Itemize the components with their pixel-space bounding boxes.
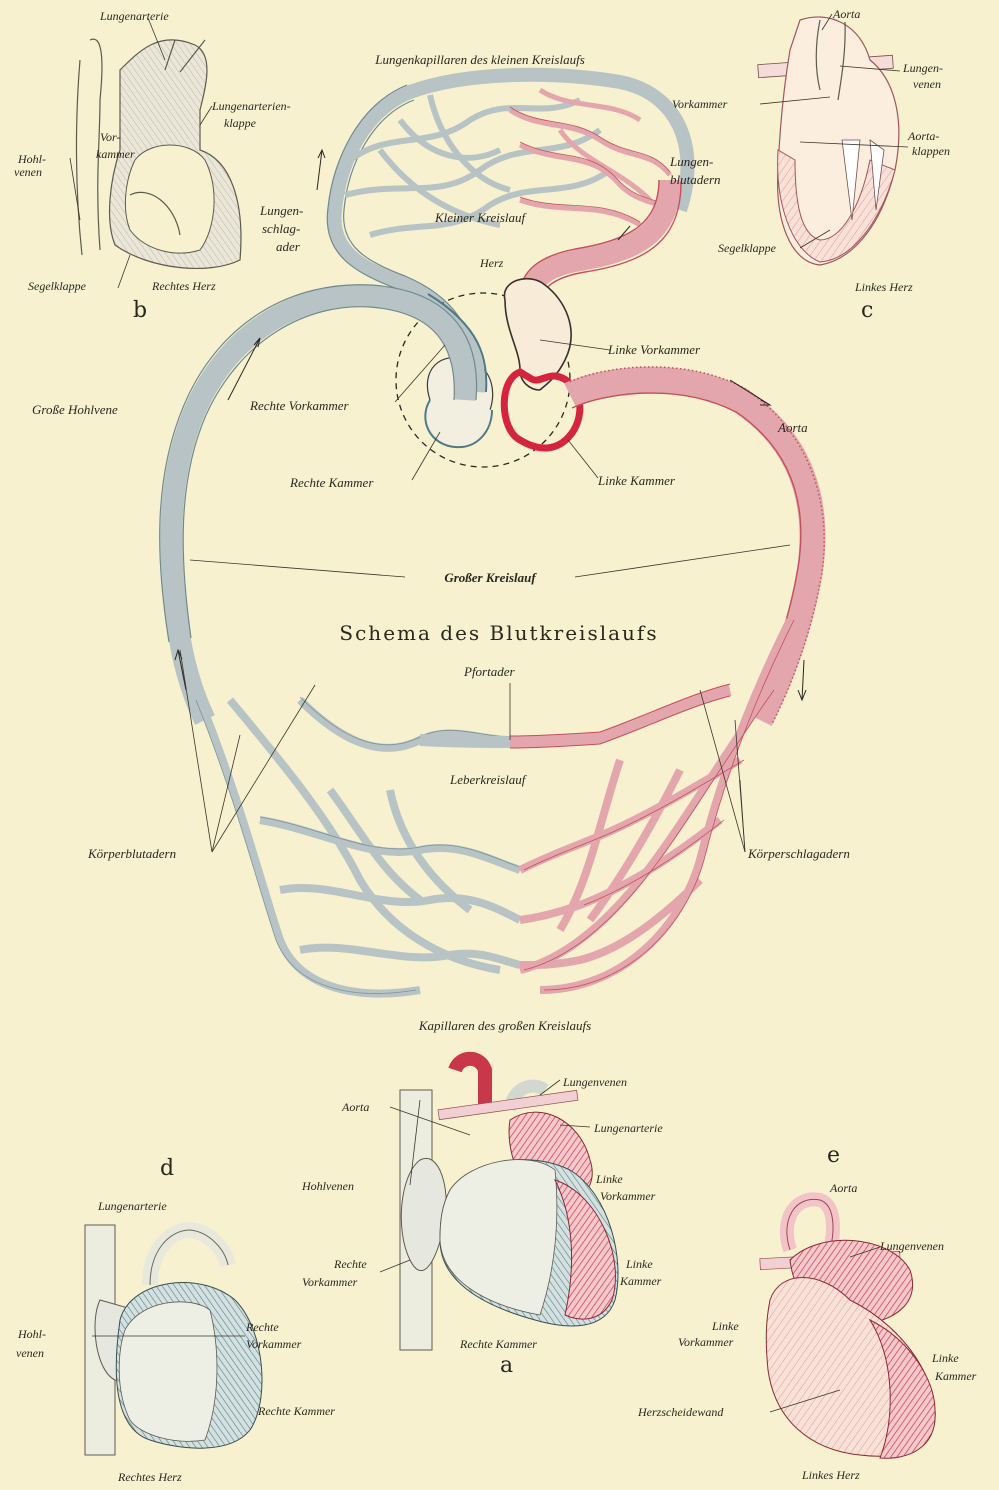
label-linke-kammer: Linke Kammer bbox=[597, 473, 676, 488]
figure-a-letter: a bbox=[500, 1353, 513, 1378]
figure-a-linke-kammer-2: Kammer bbox=[619, 1274, 662, 1288]
figure-c-aortaklappen-1: Aorta- bbox=[907, 129, 939, 143]
label-kapillaren-grossen: Kapillaren des großen Kreislaufs bbox=[418, 1018, 591, 1033]
label-herz: Herz bbox=[479, 256, 504, 270]
figure-c-linkes-herz: Linkes Herz bbox=[854, 280, 913, 294]
figure-a-linke-kammer-1: Linke bbox=[625, 1257, 653, 1271]
figure-a-rechte-kammer: Rechte Kammer bbox=[459, 1337, 537, 1351]
vena-cava-arch bbox=[160, 285, 477, 720]
figure-d-rechte-vorkammer-2: Vorkammer bbox=[246, 1337, 302, 1351]
label-grosser-kreislauf: Großer Kreislauf bbox=[444, 570, 537, 585]
figure-b-rechtes-herz: Rechtes Herz bbox=[151, 279, 216, 293]
figure-a-aorta: Aorta bbox=[341, 1100, 369, 1114]
figure-d-hohlvenen-2: venen bbox=[16, 1346, 44, 1360]
figure-e-lungenvenen: Lungenvenen bbox=[879, 1239, 944, 1253]
figure-b-klappe-2: klappe bbox=[224, 116, 257, 130]
figure-b-hohlvenen-2: venen bbox=[14, 165, 42, 179]
figure-e-herzscheidewand: Herzscheidewand bbox=[637, 1405, 724, 1419]
figure-c-lungenvenen-1: Lungen- bbox=[902, 61, 943, 75]
label-linke-vorkammer: Linke Vorkammer bbox=[607, 342, 701, 357]
figure-e-linke-vorkammer-2: Vorkammer bbox=[678, 1335, 734, 1349]
figure-d-rechtes-herz: Rechtes Herz bbox=[117, 1470, 182, 1484]
figure-d-rechte-kammer: Rechte Kammer bbox=[257, 1404, 335, 1418]
label-lungenschlagader-3: ader bbox=[276, 239, 301, 254]
figure-a-rechte-vorkammer-2: Vorkammer bbox=[302, 1275, 358, 1289]
label-pfortader: Pfortader bbox=[463, 664, 515, 679]
figure-c-lungenvenen-2: venen bbox=[913, 77, 941, 91]
label-grosse-hohlvene: Große Hohlvene bbox=[32, 402, 118, 417]
figure-d-rechte-vorkammer-1: Rechte bbox=[245, 1320, 279, 1334]
label-leberkreislauf: Leberkreislauf bbox=[449, 772, 528, 787]
figure-d-letter: d bbox=[160, 1156, 174, 1181]
label-lungenblutadern-1: Lungen- bbox=[669, 154, 713, 169]
figure-b-segelklappe: Segelklappe bbox=[28, 279, 87, 293]
label-aorta: Aorta bbox=[777, 420, 808, 435]
figure-c-letter: c bbox=[861, 298, 873, 323]
figure-e-linke-kammer-2: Kammer bbox=[934, 1369, 977, 1383]
figure-c-aorta: Aorta bbox=[832, 7, 860, 21]
figure-c-vorkammer: Vorkammer bbox=[672, 97, 728, 111]
figure-a-linke-vorkammer-2: Vorkammer bbox=[600, 1189, 656, 1203]
figure-a-lungenarterie: Lungenarterie bbox=[593, 1121, 663, 1135]
figure-b-klappe-1: Lungenarterien- bbox=[211, 99, 291, 113]
figure-e-linkes-herz: Linkes Herz bbox=[801, 1468, 860, 1482]
figure-d-right-heart-exterior bbox=[85, 1225, 262, 1455]
label-lungenschlagader-2: schlag- bbox=[262, 221, 300, 236]
figure-a-rechte-vorkammer-1: Rechte bbox=[333, 1257, 367, 1271]
figure-c-left-heart-section bbox=[758, 17, 899, 265]
figure-a-linke-vorkammer-1: Linke bbox=[595, 1172, 623, 1186]
figure-e-aorta: Aorta bbox=[829, 1181, 857, 1195]
figure-b-vorkammer-1: Vor- bbox=[100, 130, 120, 144]
figure-d-hohlvenen-1: Hohl- bbox=[17, 1327, 46, 1341]
figure-b-lungenarterie: Lungenarterie bbox=[99, 9, 169, 23]
label-rechte-kammer: Rechte Kammer bbox=[289, 475, 374, 490]
figure-a-hohlvenen: Hohlvenen bbox=[301, 1179, 354, 1193]
label-koerperschlagadern: Körperschlagadern bbox=[747, 846, 850, 861]
figure-a-heart-exterior bbox=[400, 1059, 618, 1350]
figure-c-aortaklappen-2: klappen bbox=[912, 144, 950, 158]
figure-b-hohlvenen-1: Hohl- bbox=[17, 152, 46, 166]
diagram-title: Schema des Blutkreislaufs bbox=[339, 621, 658, 645]
label-koerperblutadern: Körperblutadern bbox=[87, 846, 176, 861]
label-lungenkapillaren: Lungenkapillaren des kleinen Kreislaufs bbox=[374, 52, 585, 67]
figure-c-segelklappe: Segelklappe bbox=[718, 241, 777, 255]
figure-b-letter: b bbox=[133, 298, 147, 323]
label-rechte-vorkammer: Rechte Vorkammer bbox=[249, 398, 349, 413]
figure-a-lungenvenen: Lungenvenen bbox=[562, 1075, 627, 1089]
figure-e-linke-vorkammer-1: Linke bbox=[711, 1319, 739, 1333]
figure-d-lungenarterie: Lungenarterie bbox=[97, 1199, 167, 1213]
figure-b-vorkammer-2: kammer bbox=[96, 147, 135, 161]
figure-e-letter: e bbox=[827, 1143, 840, 1168]
figure-e-linke-kammer-1: Linke bbox=[931, 1351, 959, 1365]
label-lungenblutadern-2: blutadern bbox=[670, 172, 721, 187]
label-lungenschlagader-1: Lungen- bbox=[259, 203, 303, 218]
label-kleiner-kreislauf: Kleiner Kreislauf bbox=[434, 210, 528, 225]
